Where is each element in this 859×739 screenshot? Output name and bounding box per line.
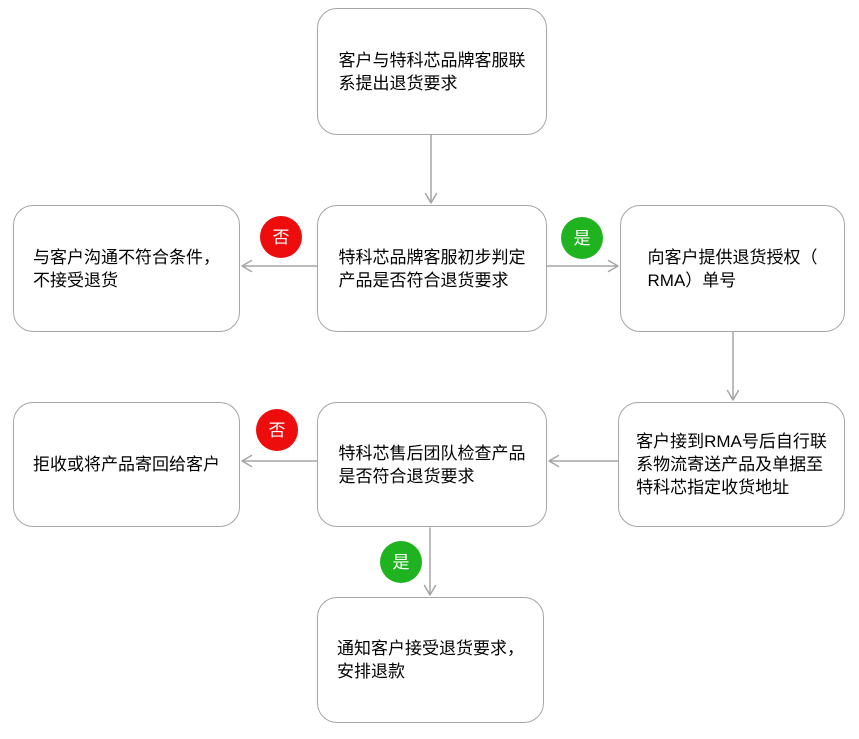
decision-badge-no-inspect: 否 <box>256 409 298 451</box>
node-judge-text: 特科芯品牌客服初步判定 产品是否符合退货要求 <box>338 247 526 290</box>
decision-badge-no-judge: 否 <box>260 216 302 258</box>
connector-judge-to-provide-rma <box>546 259 619 273</box>
node-start: 客户与特科芯品牌客服联 系提出退货要求 <box>317 8 547 135</box>
connector-inspect-to-reject-return <box>241 454 318 468</box>
node-refund-text: 通知客户接受退货要求， 安排退款 <box>337 639 524 681</box>
node-judge-return-request: 特科芯品牌客服初步判定 产品是否符合退货要求 <box>317 205 547 332</box>
node-ship-product-text: 客户接到RMA号后自行联 系物流寄送产品及单据至 特科芯指定收货地址 <box>636 432 827 497</box>
node-ship-product: 客户接到RMA号后自行联 系物流寄送产品及单据至 特科芯指定收货地址 <box>618 402 845 527</box>
node-reject-communicate-text: 与客户沟通不符合条件， 不接受退货 <box>33 247 220 290</box>
connector-ship-to-inspect <box>548 454 619 468</box>
node-refund: 通知客户接受退货要求， 安排退款 <box>317 597 544 723</box>
node-reject-return: 拒收或将产品寄回给客户 <box>13 402 240 527</box>
connector-provide-rma-to-ship <box>726 331 740 401</box>
connector-inspect-to-refund <box>423 527 437 596</box>
node-reject-return-text: 拒收或将产品寄回给客户 <box>33 455 220 474</box>
node-provide-rma-text: 向客户提供退货授权（ RMA）单号 <box>647 247 818 290</box>
node-inspect-product: 特科芯售后团队检查产品 是否符合退货要求 <box>317 402 547 527</box>
node-inspect-product-text: 特科芯售后团队检查产品 是否符合退货要求 <box>338 443 526 486</box>
connector-start-to-judge <box>424 134 438 204</box>
node-reject-communicate: 与客户沟通不符合条件， 不接受退货 <box>13 205 240 332</box>
node-start-text: 客户与特科芯品牌客服联 系提出退货要求 <box>338 50 526 93</box>
connector-judge-to-reject-communicate <box>241 259 318 273</box>
node-provide-rma: 向客户提供退货授权（ RMA）单号 <box>620 205 845 332</box>
decision-badge-yes-judge: 是 <box>561 217 603 259</box>
decision-badge-yes-inspect: 是 <box>380 541 422 583</box>
